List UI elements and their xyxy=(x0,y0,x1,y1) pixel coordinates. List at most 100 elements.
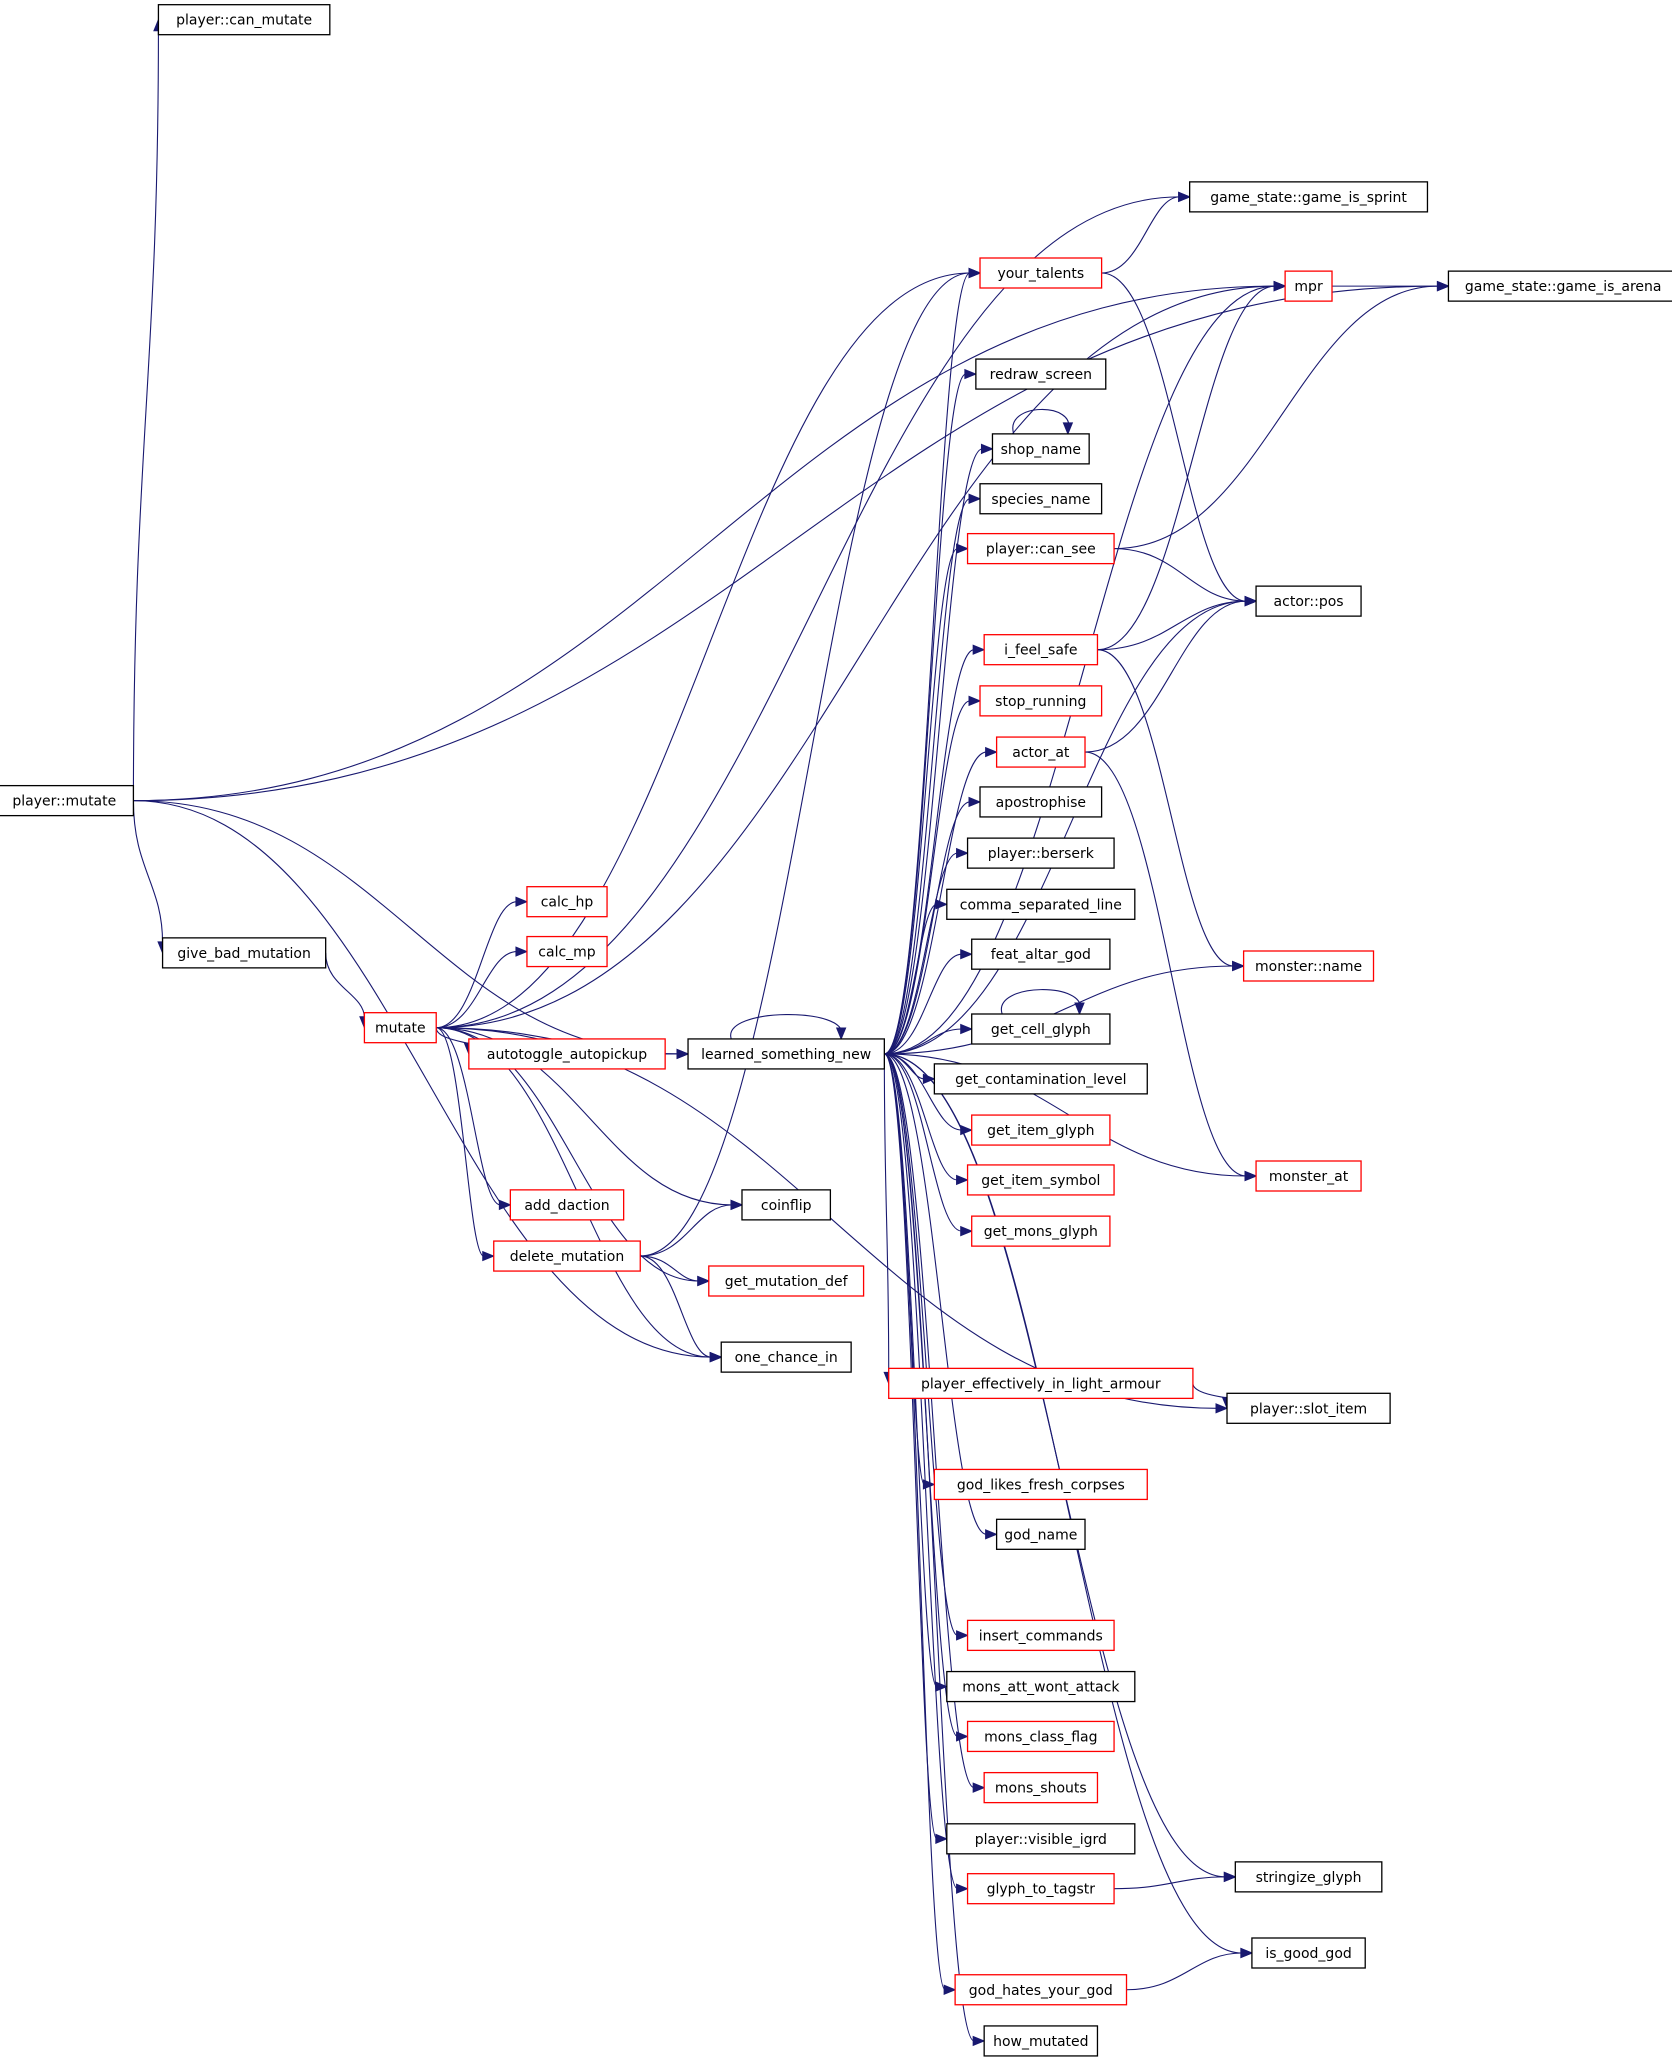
node-actor-at[interactable]: actor_at xyxy=(995,736,1086,768)
node-box[interactable] xyxy=(526,935,608,968)
node-box[interactable] xyxy=(983,634,1099,666)
node-box[interactable] xyxy=(0,784,135,817)
node-box[interactable] xyxy=(1255,585,1362,617)
node-box[interactable] xyxy=(983,1771,1099,1804)
node-box[interactable] xyxy=(946,1823,1136,1855)
node-god-name[interactable]: god_name xyxy=(995,1518,1086,1550)
node-feat-altar-god[interactable]: feat_altar_god xyxy=(971,938,1111,970)
node-box[interactable] xyxy=(971,1114,1111,1146)
node-get-item-symbol[interactable]: get_item_symbol xyxy=(966,1164,1115,1196)
node-monster-name[interactable]: monster::name xyxy=(1242,950,1375,982)
node-box[interactable] xyxy=(1234,1861,1383,1893)
node-player-slot-item[interactable]: player::slot_item xyxy=(1226,1392,1391,1424)
node-box[interactable] xyxy=(966,837,1115,869)
node-box[interactable] xyxy=(1251,1937,1366,1969)
node-autotoggle-autopickup[interactable]: autotoggle_autopickup xyxy=(468,1038,666,1070)
node-box[interactable] xyxy=(468,1038,666,1070)
node-box[interactable] xyxy=(157,4,331,36)
node-box[interactable] xyxy=(509,1189,625,1221)
node-apostrophise[interactable]: apostrophise xyxy=(979,786,1103,818)
node-mpr[interactable]: mpr xyxy=(1284,270,1333,302)
node-game-is-arena[interactable]: game_state::game_is_arena xyxy=(1447,270,1672,302)
node-god-hates-your-god[interactable]: god_hates_your_god xyxy=(954,1974,1128,2006)
node-your-talents[interactable]: your_talents xyxy=(979,257,1103,289)
node-insert-commands[interactable]: insert_commands xyxy=(966,1619,1115,1652)
node-get-cell-glyph[interactable]: get_cell_glyph xyxy=(971,1013,1111,1045)
node-get-mutation-def[interactable]: get_mutation_def xyxy=(708,1265,865,1297)
node-player-can-see[interactable]: player::can_see xyxy=(966,532,1115,565)
node-calc-hp[interactable]: calc_hp xyxy=(526,886,608,918)
node-player-berserk[interactable]: player::berserk xyxy=(966,837,1115,869)
node-box[interactable] xyxy=(708,1265,865,1297)
node-box[interactable] xyxy=(979,483,1103,515)
node-box[interactable] xyxy=(966,1873,1115,1905)
node-box[interactable] xyxy=(979,257,1103,289)
node-player-mutate[interactable]: player::mutate xyxy=(0,784,135,817)
node-is-good-god[interactable]: is_good_god xyxy=(1251,1937,1366,1969)
node-box[interactable] xyxy=(971,1215,1111,1247)
node-box[interactable] xyxy=(991,433,1090,465)
node-shop-name[interactable]: shop_name xyxy=(991,433,1090,465)
node-box[interactable] xyxy=(933,1468,1148,1501)
node-comma-separated-line[interactable]: comma_separated_line xyxy=(946,888,1136,920)
node-box[interactable] xyxy=(720,1341,852,1373)
node-mutate[interactable]: mutate xyxy=(363,1012,437,1044)
node-box[interactable] xyxy=(687,1038,885,1070)
node-calc-mp[interactable]: calc_mp xyxy=(526,935,608,968)
node-actor-pos[interactable]: actor::pos xyxy=(1255,585,1362,617)
node-add-daction[interactable]: add_daction xyxy=(509,1189,625,1221)
node-box[interactable] xyxy=(975,358,1107,390)
node-glyph-to-tagstr[interactable]: glyph_to_tagstr xyxy=(966,1873,1115,1905)
node-box[interactable] xyxy=(161,937,327,969)
node-delete-mutation[interactable]: delete_mutation xyxy=(493,1240,641,1272)
node-species-name[interactable]: species_name xyxy=(979,483,1103,515)
node-get-mons-glyph[interactable]: get_mons_glyph xyxy=(971,1215,1111,1247)
node-player-effectively-in-light-armour[interactable]: player_effectively_in_light_armour xyxy=(888,1367,1194,1400)
node-box[interactable] xyxy=(1226,1392,1391,1424)
node-box[interactable] xyxy=(954,1974,1128,2006)
node-box[interactable] xyxy=(888,1367,1194,1400)
node-mons-shouts[interactable]: mons_shouts xyxy=(983,1771,1099,1804)
node-box[interactable] xyxy=(1189,181,1429,213)
node-box[interactable] xyxy=(995,736,1086,768)
node-box[interactable] xyxy=(946,888,1136,920)
node-box[interactable] xyxy=(933,1063,1148,1095)
node-stringize-glyph[interactable]: stringize_glyph xyxy=(1234,1861,1383,1893)
node-box[interactable] xyxy=(946,1670,1136,1703)
node-learned-something-new[interactable]: learned_something_new xyxy=(687,1038,885,1070)
node-box[interactable] xyxy=(1255,1160,1362,1192)
node-redraw-screen[interactable]: redraw_screen xyxy=(975,358,1107,390)
node-game-is-sprint[interactable]: game_state::game_is_sprint xyxy=(1189,181,1429,213)
node-box[interactable] xyxy=(966,532,1115,565)
node-get-item-glyph[interactable]: get_item_glyph xyxy=(971,1114,1111,1146)
node-player-can-mutate[interactable]: player::can_mutate xyxy=(157,4,331,36)
node-mons-class-flag[interactable]: mons_class_flag xyxy=(966,1720,1115,1753)
node-give-bad-mutation[interactable]: give_bad_mutation xyxy=(161,937,327,969)
node-box[interactable] xyxy=(363,1012,437,1044)
node-box[interactable] xyxy=(493,1240,641,1272)
node-god-likes-fresh-corpses[interactable]: god_likes_fresh_corpses xyxy=(933,1468,1148,1501)
node-stop-running[interactable]: stop_running xyxy=(979,685,1103,717)
node-box[interactable] xyxy=(983,2025,1099,2057)
node-how-mutated[interactable]: how_mutated xyxy=(983,2025,1099,2057)
node-monster-at[interactable]: monster_at xyxy=(1255,1160,1362,1192)
node-box[interactable] xyxy=(971,938,1111,970)
node-box[interactable] xyxy=(1242,950,1375,982)
node-box[interactable] xyxy=(966,1619,1115,1652)
node-box[interactable] xyxy=(1284,270,1333,302)
node-box[interactable] xyxy=(979,786,1103,818)
node-box[interactable] xyxy=(741,1189,832,1221)
node-box[interactable] xyxy=(966,1720,1115,1753)
node-box[interactable] xyxy=(526,886,608,918)
node-box[interactable] xyxy=(995,1518,1086,1550)
node-i-feel-safe[interactable]: i_feel_safe xyxy=(983,634,1099,666)
node-box[interactable] xyxy=(971,1013,1111,1045)
node-mons-att-wont-attack[interactable]: mons_att_wont_attack xyxy=(946,1670,1136,1703)
node-coinflip[interactable]: coinflip xyxy=(741,1189,832,1221)
node-get-contamination-level[interactable]: get_contamination_level xyxy=(933,1063,1148,1095)
node-box[interactable] xyxy=(979,685,1103,717)
node-box[interactable] xyxy=(1447,270,1672,302)
node-one-chance-in[interactable]: one_chance_in xyxy=(720,1341,852,1373)
node-player-visible-igrd[interactable]: player::visible_igrd xyxy=(946,1823,1136,1855)
node-box[interactable] xyxy=(966,1164,1115,1196)
